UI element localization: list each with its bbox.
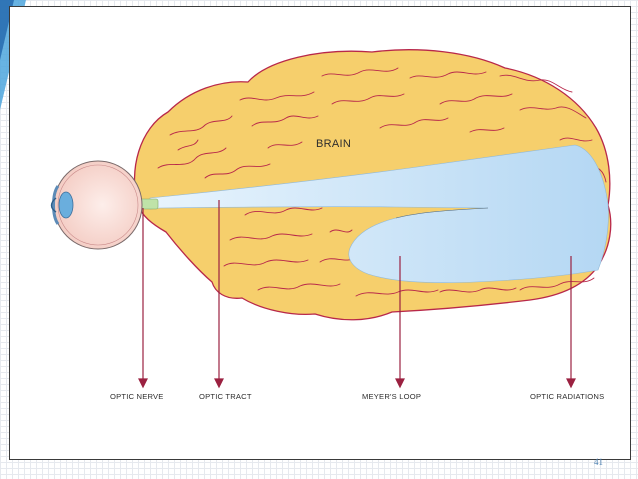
optic-tract-label: OPTIC TRACT xyxy=(199,392,252,401)
pointers xyxy=(138,200,576,389)
optic-radiations-arrowhead xyxy=(566,378,576,389)
meyers-loop-arrowhead xyxy=(395,378,405,389)
meyers-loop-inner xyxy=(395,207,489,219)
optic-radiations-label: OPTIC RADIATIONS xyxy=(530,392,604,401)
optic-nerve-label: OPTIC NERVE xyxy=(110,392,164,401)
eyeball xyxy=(50,160,143,250)
meyers-loop-label: MEYER'S LOOP xyxy=(362,392,421,401)
brain-folds xyxy=(157,67,607,297)
optic-nerve-arrowhead xyxy=(138,378,148,389)
optic-tract-arrowhead xyxy=(214,378,224,389)
brain-label: BRAIN xyxy=(316,138,351,150)
page-number: 41 xyxy=(594,457,603,467)
